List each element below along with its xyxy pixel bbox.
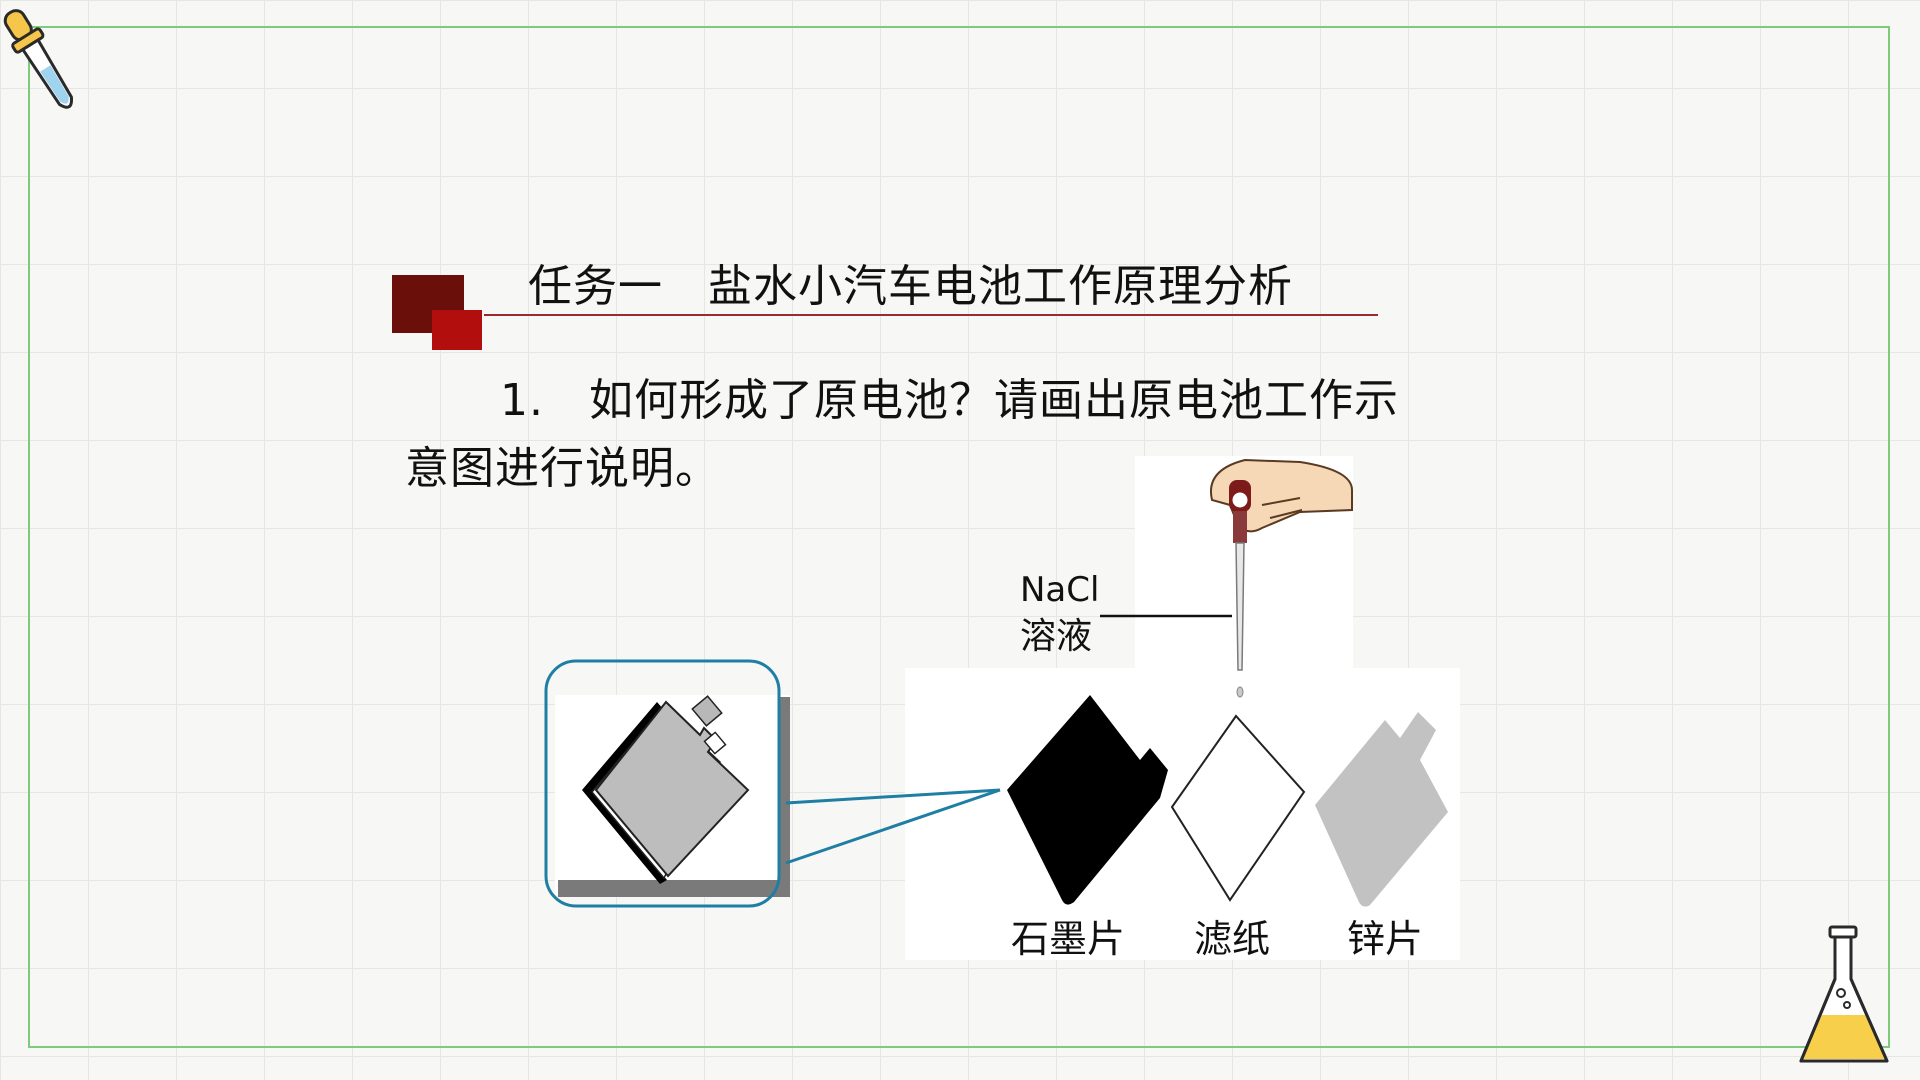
label-filter-paper: 滤纸: [1194, 917, 1270, 961]
nacl-label-line1: NaCl: [1020, 570, 1099, 610]
label-graphite: 石墨片: [1011, 917, 1125, 961]
label-zinc: 锌片: [1347, 917, 1423, 961]
nacl-label-line2: 溶液: [1020, 616, 1092, 657]
